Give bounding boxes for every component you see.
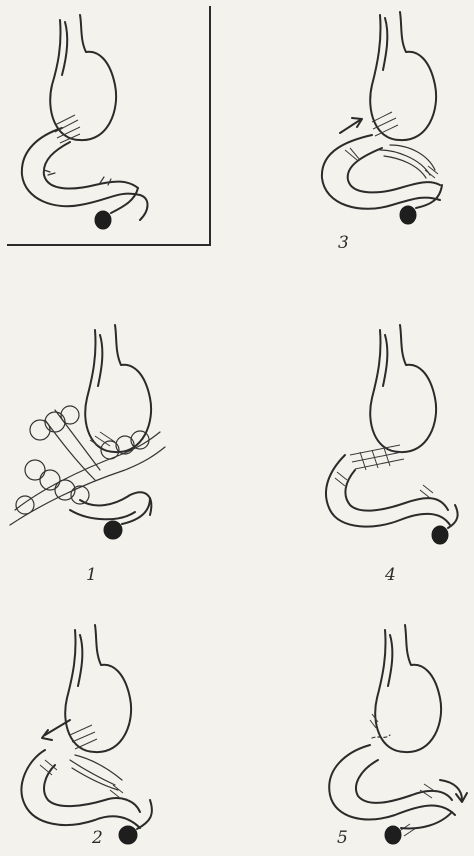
suture-icon [370,714,436,836]
stomach-diagram-normal [0,0,220,250]
suture-icon [335,445,433,498]
stomach-diagram-3 [300,0,474,240]
figure-label-2: 2 [92,828,103,848]
stomach-diagram-2 [0,620,200,856]
stomach-diagram-1 [0,320,200,570]
stomach-diagram-4 [310,320,474,560]
figure-label-1: 1 [86,565,97,585]
stomach-diagram-5 [310,620,474,856]
figure-label-3: 3 [338,233,349,253]
figure-label-5: 5 [337,828,348,848]
figure-label-4: 4 [385,565,396,585]
colon-loops [16,406,149,514]
